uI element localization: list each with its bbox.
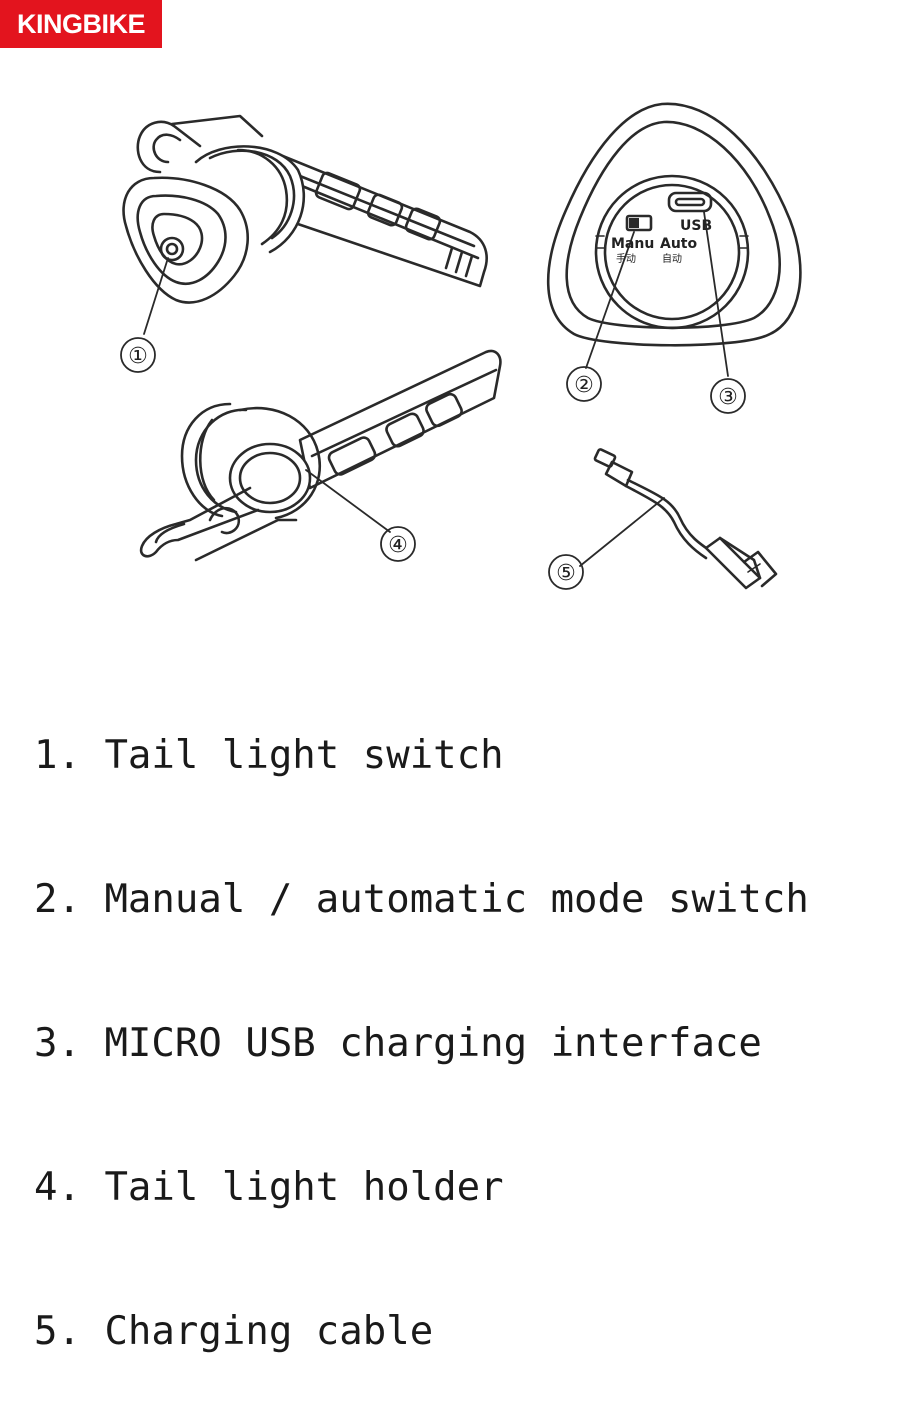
legend-text: Tail light holder (104, 1165, 504, 1210)
tail-light-front-view (122, 114, 488, 335)
callout-1: ① (128, 344, 148, 369)
switch-auto-cn-label: 自动 (662, 252, 682, 265)
callout-5: ⑤ (556, 561, 576, 586)
brand-logo: KINGBIKE (0, 0, 162, 48)
tail-light-back-view (546, 102, 802, 377)
product-diagram: Manu 手动 Auto 自动 USB ① ② ③ ④ ⑤ (120, 102, 802, 590)
legend-item: 3. MICRO USB charging interface (34, 1020, 809, 1068)
switch-auto-label: Auto (660, 236, 697, 252)
callout-4: ④ (388, 533, 408, 558)
legend-number: 1. (34, 733, 81, 778)
legend-text: Charging cable (104, 1309, 434, 1354)
switch-manu-cn-label: 手动 (616, 252, 636, 265)
charging-cable (579, 448, 778, 590)
callout-2: ② (574, 373, 594, 398)
legend-item: 1. Tail light switch (34, 732, 809, 780)
usb-port-label: USB (680, 218, 712, 234)
legend-text: Tail light switch (104, 733, 504, 778)
callout-3: ③ (718, 385, 738, 410)
parts-legend: 1. Tail light switch 2. Manual / automat… (34, 636, 809, 1404)
legend-number: 5. (34, 1309, 81, 1354)
switch-manu-label: Manu (611, 236, 654, 252)
legend-item: 5. Charging cable (34, 1308, 809, 1356)
legend-number: 3. (34, 1021, 81, 1066)
legend-text: MICRO USB charging interface (104, 1021, 762, 1066)
tail-light-holder-view (139, 349, 502, 562)
legend-number: 4. (34, 1165, 81, 1210)
legend-item: 4. Tail light holder (34, 1164, 809, 1212)
legend-item: 2. Manual / automatic mode switch (34, 876, 809, 924)
